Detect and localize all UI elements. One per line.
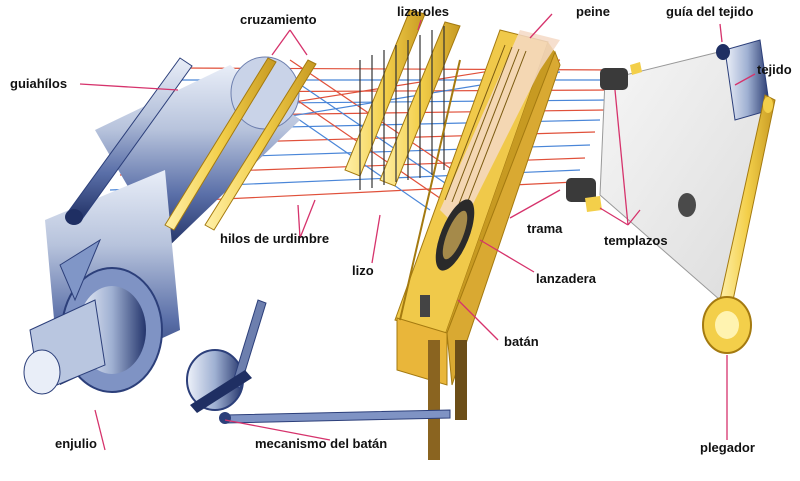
label-lanzadera: lanzadera xyxy=(536,271,596,286)
peine-reed xyxy=(444,44,527,207)
label-hilos-urdimbre: hilos de urdimbre xyxy=(220,231,330,246)
label-tejido: tejido xyxy=(757,62,792,77)
label-enjulio: enjulio xyxy=(55,436,97,451)
label-plegador: plegador xyxy=(700,440,755,455)
lanzadera-shuttle xyxy=(435,199,475,271)
label-templazos: templazos xyxy=(604,233,668,248)
label-guia-tejido: guía del tejido xyxy=(666,4,754,19)
label-lizaroles: lizaroles xyxy=(397,4,450,19)
leader-lines xyxy=(79,13,756,451)
lizo-heddles xyxy=(359,26,445,190)
cruzamiento-rods xyxy=(164,57,317,231)
batan-post xyxy=(420,295,467,460)
label-peine: peine xyxy=(576,4,610,19)
label-cruzamiento: cruzamiento xyxy=(240,12,317,27)
label-guiahilos: guiahílos xyxy=(10,76,68,91)
guia-tejido-rod xyxy=(716,39,771,121)
label-trama: trama xyxy=(527,221,563,236)
guiahilos-rod xyxy=(65,57,193,225)
batan-frame xyxy=(394,29,561,386)
label-lizo: lizo xyxy=(352,263,374,278)
mecanismo-batan xyxy=(186,299,451,424)
plegador-roller xyxy=(702,94,776,354)
label-mecanismo-batan: mecanismo del batán xyxy=(255,436,388,451)
templazos xyxy=(566,62,696,217)
label-batan: batán xyxy=(504,334,539,349)
